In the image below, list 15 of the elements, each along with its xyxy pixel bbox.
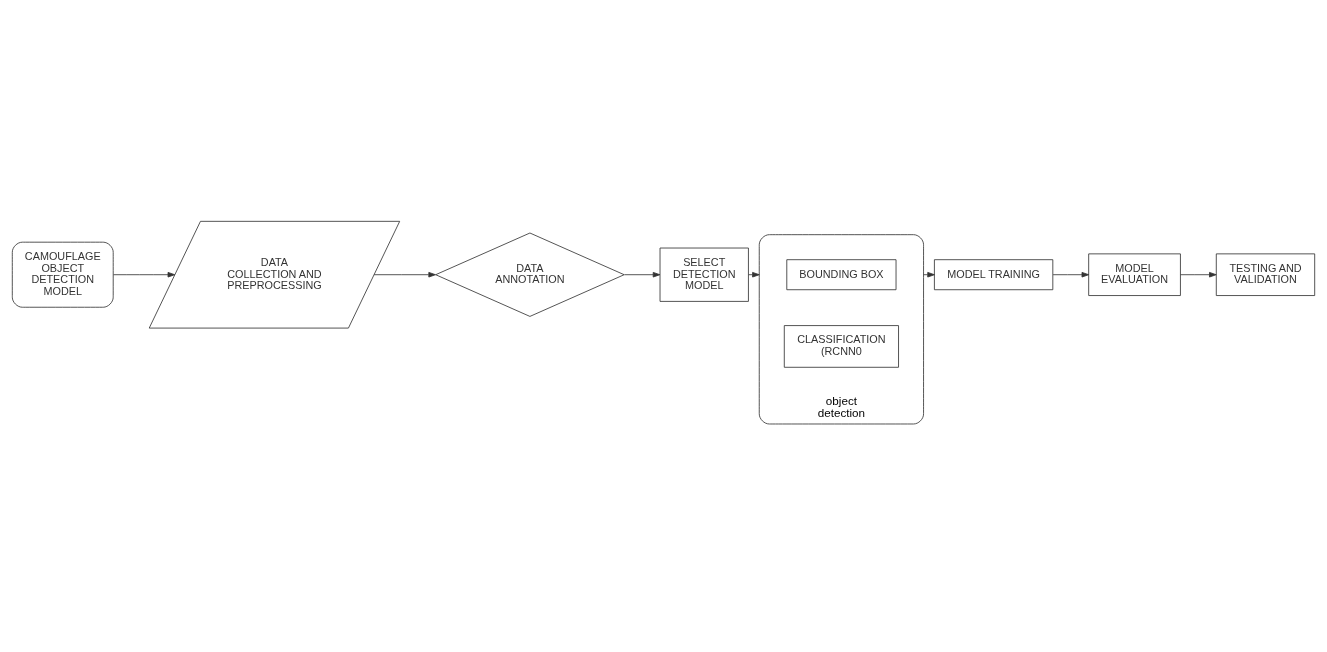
arrow	[923, 271, 935, 278]
arrow	[373, 271, 436, 278]
arrow	[112, 271, 176, 278]
arrow	[1180, 271, 1217, 278]
arrow	[748, 271, 760, 278]
node-box: CLASSIFICATION (RCNN0	[783, 325, 899, 368]
node-box: TESTING AND VALIDATION	[1215, 253, 1316, 296]
node-box: CAMOUFLAGE OBJECT DETECTION MODEL	[11, 241, 114, 308]
arrow	[1052, 271, 1090, 278]
node-box: MODEL EVALUATION	[1088, 253, 1181, 296]
node-diamond: DATA ANNOTATION	[435, 232, 625, 317]
arrow	[623, 271, 661, 278]
node-box: MODEL TRAINING	[934, 259, 1054, 291]
node-box: SELECT DETECTION MODEL	[659, 247, 749, 302]
node-box: BOUNDING BOX	[786, 259, 897, 291]
